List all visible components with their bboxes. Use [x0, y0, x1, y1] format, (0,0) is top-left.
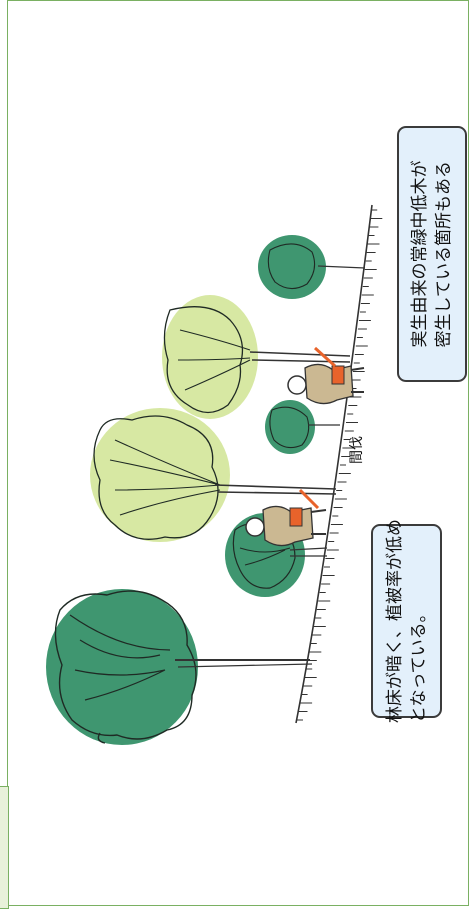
thinning-label: 間伐 [336, 430, 376, 470]
thinning-label-text: 間伐 [346, 436, 366, 464]
callout-forest-floor-text: 林床が暗く、植被率が低め となっている。 [383, 519, 431, 723]
callout-forest-floor: 林床が暗く、植被率が低め となっている。 [371, 524, 442, 718]
callout-evergreen-shrubs: 実生由来の常緑中低木が 密生している箇所もある [397, 126, 467, 382]
callout-forest-floor-line2: となっている。 [407, 519, 431, 723]
callout-forest-floor-line1: 林床が暗く、植被率が低め [383, 519, 407, 723]
callout-evergreen-shrubs-line1: 実生由来の常緑中低木が [408, 161, 432, 348]
tree-dark-small-2 [265, 400, 340, 454]
callout-evergreen-shrubs-line2: 密生している箇所もある [432, 161, 456, 348]
callout-evergreen-shrubs-text: 実生由来の常緑中低木が 密生している箇所もある [408, 161, 456, 348]
tree-dark-large [46, 589, 312, 745]
tree-dark-small-3 [258, 235, 365, 299]
